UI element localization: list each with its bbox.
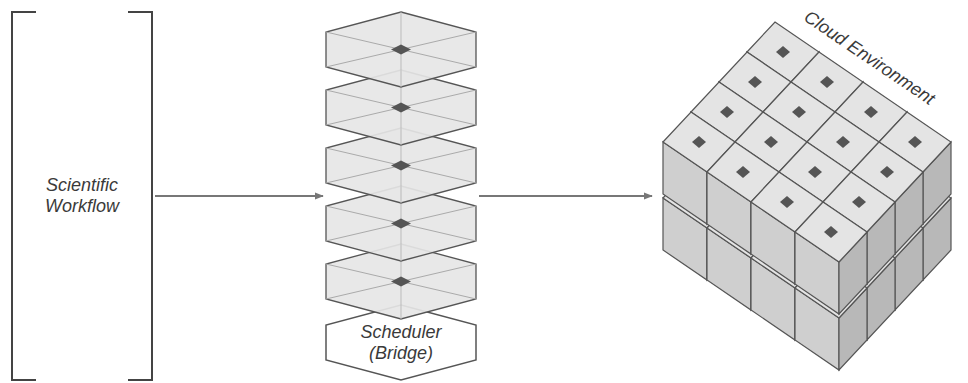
text-holder: Scientific Workflow xyxy=(32,12,132,380)
workflow-label: Scientific Workflow xyxy=(32,175,132,217)
stack-layer xyxy=(326,12,476,87)
flow-arrow xyxy=(479,195,652,197)
scheduler-label: Scheduler (Bridge) xyxy=(341,322,461,364)
scheduler-stack xyxy=(326,12,476,380)
scheduler-box: Scheduler (Bridge) xyxy=(326,12,476,380)
workflow-bracket xyxy=(12,12,152,380)
cloud-label: Cloud Environment xyxy=(800,6,939,109)
cloud-box: Cloud Environment xyxy=(655,0,968,383)
workflow-bracket-box: Scientific Workflow xyxy=(12,12,152,380)
cloud-cube xyxy=(795,202,867,314)
flow-arrow xyxy=(155,195,323,197)
text-holder: Cloud Environment xyxy=(800,6,939,110)
text-holder: Scheduler (Bridge) xyxy=(341,310,461,376)
